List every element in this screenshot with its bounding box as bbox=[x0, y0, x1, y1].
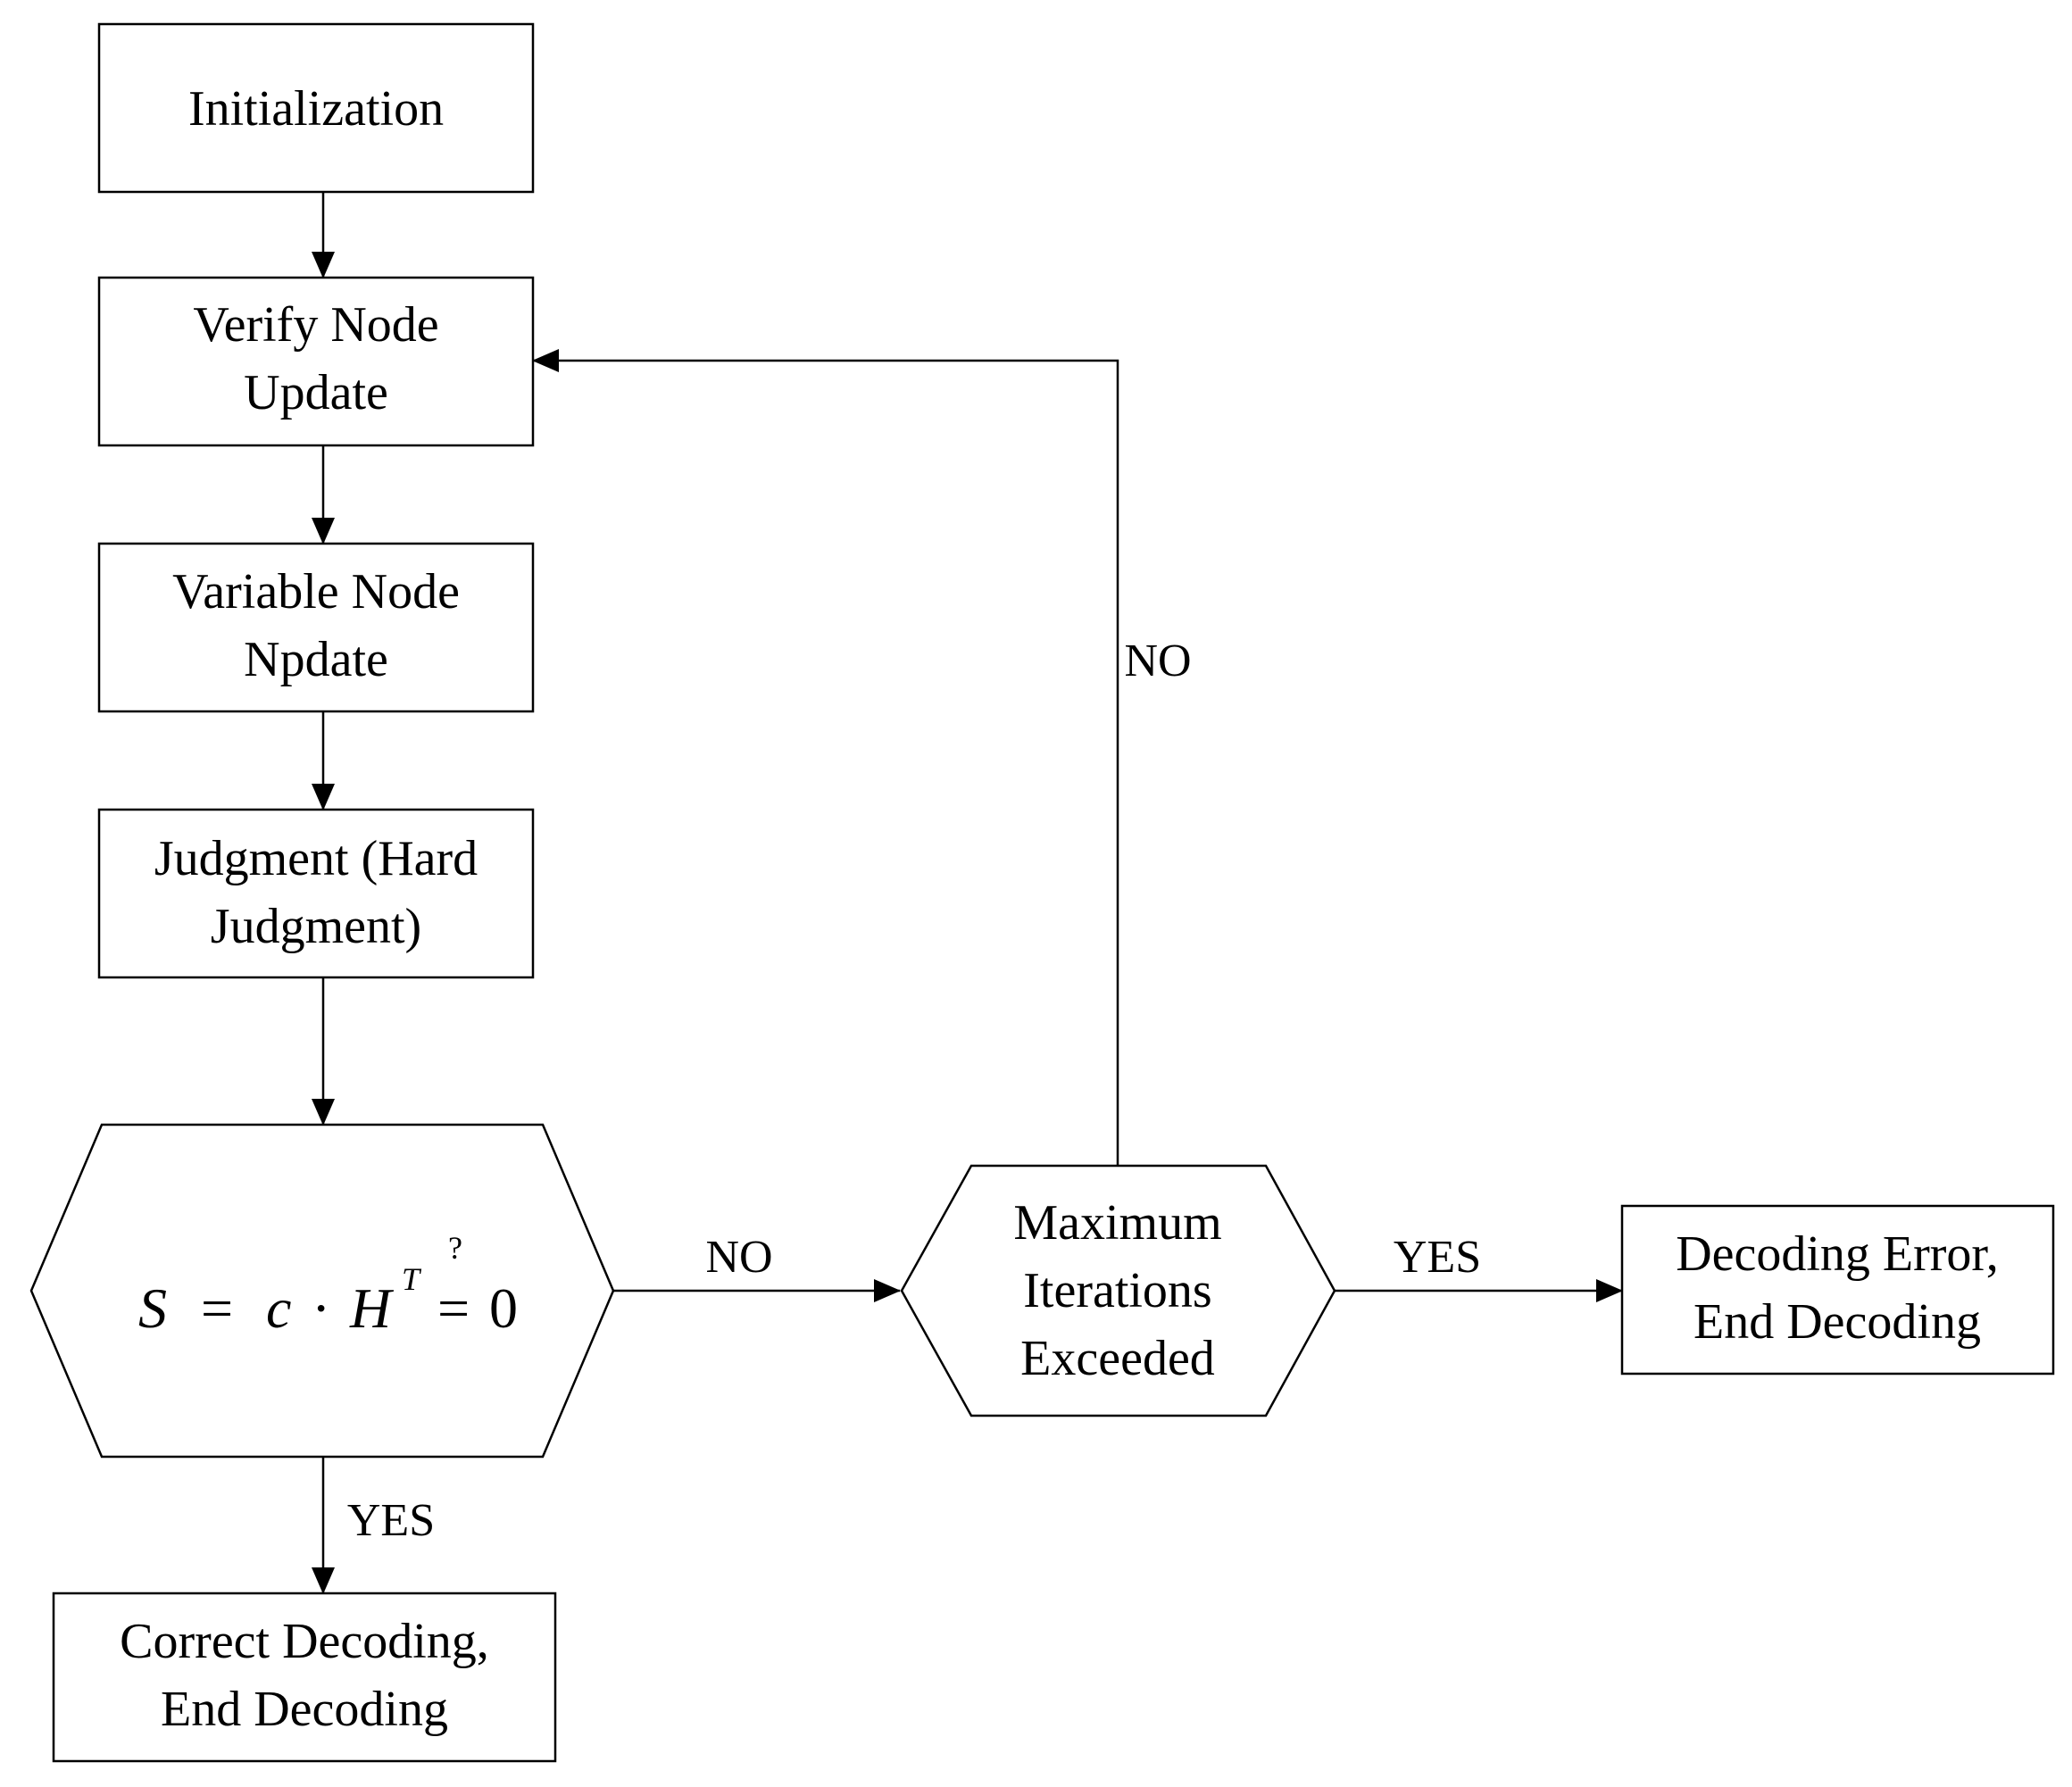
verify-node-update-label-line1: Verify Node bbox=[193, 297, 438, 353]
edge-max-to-verify-no bbox=[532, 349, 1119, 1166]
formula-question-mark: ? bbox=[448, 1230, 462, 1266]
edge-label-check-yes: YES bbox=[347, 1495, 435, 1546]
decoding-error-label-line1: Decoding Error, bbox=[1676, 1226, 1999, 1282]
correct-decoding-node: Correct Decoding, End Decoding bbox=[52, 1592, 557, 1763]
edge-label-max-yes: YES bbox=[1394, 1232, 1481, 1283]
decoding-error-node: Decoding Error, End Decoding bbox=[1620, 1204, 2055, 1376]
judgment-label-line2: Judgment) bbox=[211, 899, 421, 954]
initialization-node: Initialization bbox=[97, 22, 535, 194]
initialization-label: Initialization bbox=[188, 81, 444, 137]
formula-superscript-t: T bbox=[402, 1261, 422, 1297]
verify-node-update-label-line2: Update bbox=[244, 365, 388, 420]
formula-h: H bbox=[349, 1276, 395, 1340]
formula-equals-1: = bbox=[201, 1276, 233, 1340]
formula-zero: 0 bbox=[489, 1276, 518, 1340]
formula-equals-2: = bbox=[437, 1276, 470, 1340]
judgment-node: Judgment (Hard Judgment) bbox=[97, 808, 535, 979]
max-iterations-label-line2: Iterations bbox=[1023, 1263, 1211, 1318]
correct-decoding-label-line2: End Decoding bbox=[161, 1682, 448, 1737]
judgment-label-line1: Judgment (Hard bbox=[154, 831, 478, 886]
verify-node-update-node: Verify Node Update bbox=[97, 276, 535, 447]
formula-dot: · bbox=[312, 1276, 330, 1340]
decoding-error-label-line2: End Decoding bbox=[1693, 1294, 1981, 1350]
formula-s: S bbox=[138, 1276, 167, 1340]
formula-c: c bbox=[266, 1276, 291, 1340]
variable-node-update-label-line1: Variable Node bbox=[172, 564, 460, 619]
syndrome-formula: S = c · H T ? = 0 bbox=[138, 1230, 518, 1340]
edge-label-max-no: NO bbox=[1124, 636, 1191, 686]
max-iterations-label-line3: Exceeded bbox=[1020, 1331, 1215, 1386]
edge-label-check-no: NO bbox=[705, 1232, 772, 1283]
max-iterations-label-line1: Maximum bbox=[1013, 1195, 1221, 1251]
variable-node-update-label-line2: Npdate bbox=[244, 632, 388, 687]
correct-decoding-label-line1: Correct Decoding, bbox=[120, 1614, 489, 1669]
max-iterations-node: Maximum Iterations Exceeded bbox=[900, 1164, 1336, 1417]
variable-node-update-node: Variable Node Npdate bbox=[97, 542, 535, 713]
syndrome-check-node: S = c · H T ? = 0 bbox=[29, 1123, 615, 1459]
